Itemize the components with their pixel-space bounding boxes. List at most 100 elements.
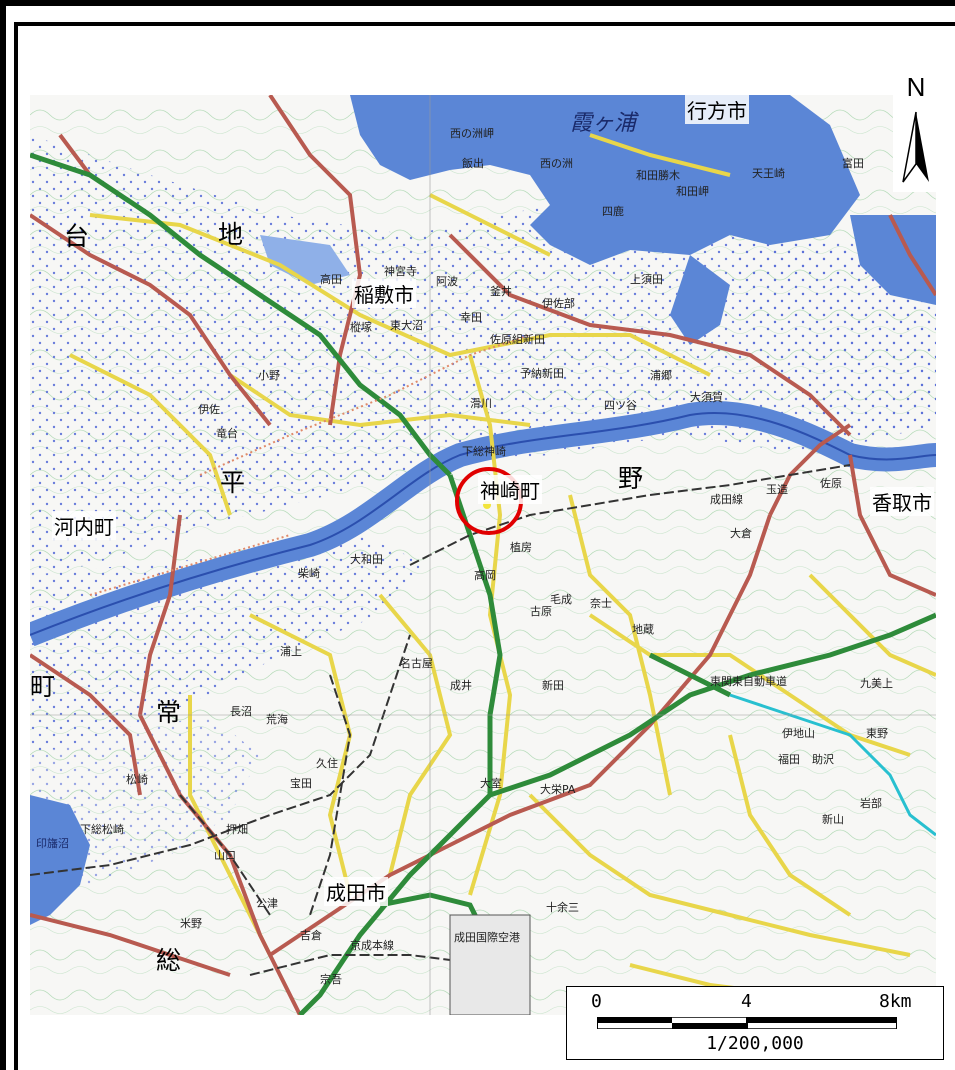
toll-road xyxy=(729,693,936,837)
label-kawachi: 河内町 xyxy=(52,511,116,540)
town-label: 新田 xyxy=(542,679,564,692)
town-label: 佐原組新田 xyxy=(490,333,545,346)
town-label: 伊地山 xyxy=(782,727,815,740)
town-label: 和田岬 xyxy=(676,185,709,198)
town-label: 奈士 xyxy=(590,597,612,610)
town-label: 四鹿 xyxy=(602,205,624,218)
town-label: 高田 xyxy=(320,273,342,286)
topographic-map[interactable]: 霞ヶ浦 行方市 稲敷市 神崎町 香取市 河内町 成田市 台 地 平 野 常 町 … xyxy=(30,95,936,1015)
town-label: 松崎 xyxy=(126,773,148,786)
town-label: 岩部 xyxy=(860,797,882,810)
scale-ratio: 1/200,000 xyxy=(706,1033,804,1054)
town-label: 樅塚 xyxy=(350,321,372,334)
town-label: 押畑 xyxy=(226,823,248,836)
town-label: 滑川 xyxy=(470,397,492,410)
narita-airport-area xyxy=(449,914,531,1015)
north-arrow-icon xyxy=(902,111,929,183)
label-narita-airport: 成田国際空港 xyxy=(454,931,520,944)
town-label: 飯出 xyxy=(462,157,484,170)
scale-bar-panel: 0 4 8km 1/200,000 xyxy=(566,986,944,1060)
town-label: 大栄PA xyxy=(540,783,576,796)
label-higashikanto-exp: 東関東自動車道 xyxy=(710,675,787,688)
town-label: 古原 xyxy=(530,605,552,618)
town-label: 毛成 xyxy=(550,593,572,606)
town-label: 西の洲岬 xyxy=(450,127,494,140)
town-label: 吉倉 xyxy=(300,929,322,942)
label-jo: 常 xyxy=(156,698,182,727)
town-label: 東大沼 xyxy=(390,319,423,332)
town-label: 神宮寺 xyxy=(384,265,417,278)
label-dai: 台 xyxy=(64,222,90,251)
town-label: 天王崎 xyxy=(752,167,785,180)
town-label: 長沼 xyxy=(230,705,252,718)
north-letter: N xyxy=(906,72,926,102)
town-label: 十余三 xyxy=(546,901,579,914)
town-label: 下総松崎 xyxy=(80,823,124,836)
town-label: 幸田 xyxy=(460,311,482,324)
town-label: 助沢 xyxy=(812,753,834,766)
town-label: 浦郷 xyxy=(650,369,672,382)
inbanuma-lake xyxy=(30,795,90,925)
scale-bar-graphic xyxy=(597,1017,897,1029)
label-hei: 平 xyxy=(220,468,246,497)
town-label: 福田 xyxy=(778,753,800,766)
town-label: 玉造 xyxy=(766,483,788,496)
town-label: 下総神崎 xyxy=(462,445,506,458)
town-label: 名古屋 xyxy=(400,657,433,670)
town-label: 山口 xyxy=(214,849,236,862)
town-label: 阿波 xyxy=(436,275,458,288)
town-label: 九美上 xyxy=(860,677,893,690)
label-namegata: 行方市 xyxy=(685,95,749,124)
label-inashiki: 稲敷市 xyxy=(352,279,416,308)
scale-tick-8km: 8km xyxy=(879,991,912,1012)
town-label: 成井 xyxy=(450,679,472,692)
town-label: 新山 xyxy=(822,813,844,826)
town-label: 大須賀 xyxy=(690,391,723,404)
town-label: 宗吾 xyxy=(320,973,342,986)
label-chi: 地 xyxy=(218,220,244,249)
label-sou: 総 xyxy=(156,946,182,975)
label-inbanuma: 印旛沼 xyxy=(36,837,69,850)
town-label: 大室 xyxy=(480,777,502,790)
town-label: 和田勝木 xyxy=(636,169,680,182)
town-label: 竜台 xyxy=(216,427,238,440)
map-frame-inner xyxy=(14,22,955,1070)
town-label: 高岡 xyxy=(474,569,496,582)
town-label: 佐原 xyxy=(820,477,842,490)
town-label: 釜井 xyxy=(490,285,512,298)
town-label: 地蔵 xyxy=(632,623,654,636)
town-label: 伊佐 xyxy=(198,403,220,416)
national-roads xyxy=(30,95,936,1015)
label-katori: 香取市 xyxy=(870,487,934,516)
scale-tick-4: 4 xyxy=(741,991,752,1012)
town-label: 伊佐部 xyxy=(542,297,575,310)
scale-tick-0: 0 xyxy=(591,991,602,1012)
town-label: 大倉 xyxy=(730,527,752,540)
town-label: 四ツ谷 xyxy=(604,399,637,412)
town-label: 公津 xyxy=(256,897,278,910)
label-keisei-line: 京成本線 xyxy=(350,939,394,952)
town-label: 富田 xyxy=(842,157,864,170)
label-kasumigaura: 霞ヶ浦 xyxy=(570,111,637,136)
town-label: 大和田 xyxy=(350,553,383,566)
town-label: 上須田 xyxy=(630,273,663,286)
label-narita: 成田市 xyxy=(324,877,388,906)
town-label: 浦上 xyxy=(280,645,302,658)
map-canvas xyxy=(30,95,936,1015)
town-label: 柴崎 xyxy=(298,567,320,580)
town-label: 予納新田 xyxy=(520,367,564,380)
town-label: 東野 xyxy=(866,727,888,740)
town-label: 宝田 xyxy=(290,777,312,790)
town-label: 久住 xyxy=(316,757,338,770)
label-kozaki: 神崎町 xyxy=(478,475,542,504)
label-narita-line: 成田線 xyxy=(710,493,743,506)
kasumigaura-lake xyxy=(350,95,860,265)
town-label: 荒海 xyxy=(266,713,288,726)
town-label: 米野 xyxy=(180,917,202,930)
label-ya: 野 xyxy=(618,464,644,493)
town-label: 植房 xyxy=(510,541,532,554)
town-label: 小野 xyxy=(258,369,280,382)
town-label: 西の洲 xyxy=(540,157,573,170)
north-compass: N xyxy=(893,72,939,192)
